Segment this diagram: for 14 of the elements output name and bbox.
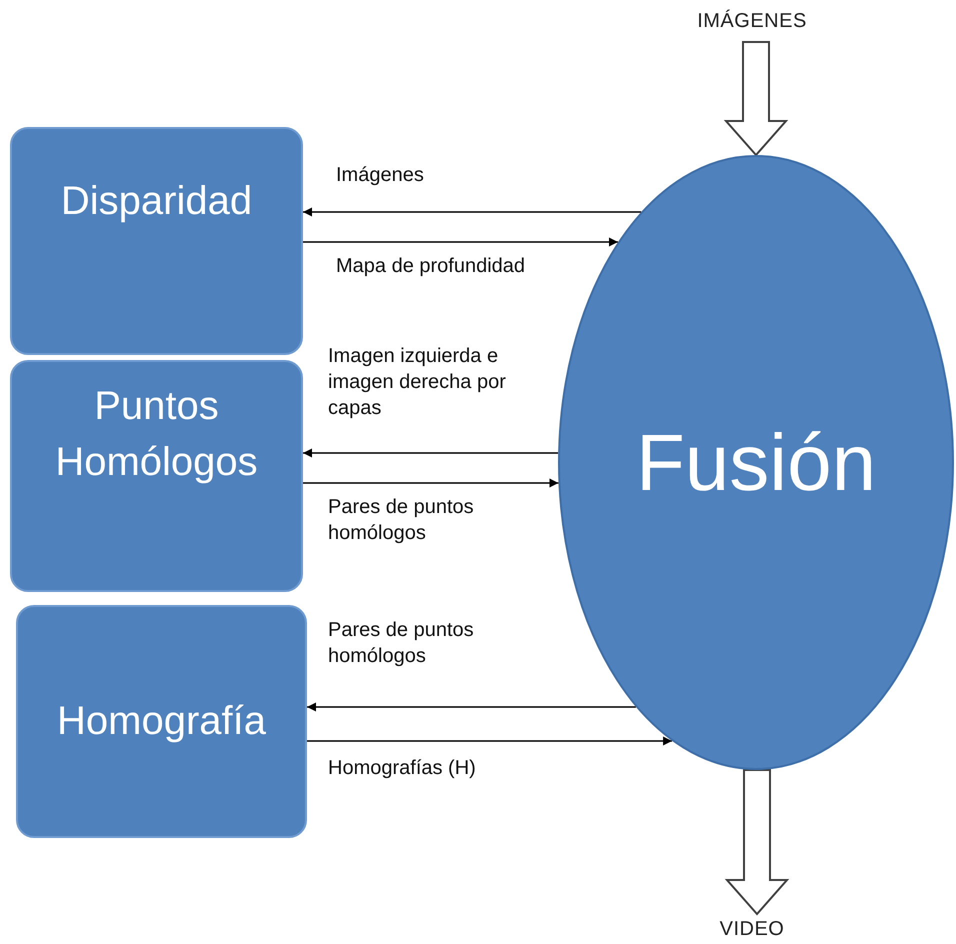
process-box: Puntos Homólogos <box>10 360 303 592</box>
process-box: Homografía <box>16 605 307 838</box>
arrow <box>307 702 636 712</box>
arrow <box>303 238 618 246</box>
arrow <box>303 478 558 488</box>
io-label: IMÁGENES <box>697 10 807 32</box>
arrow <box>303 448 558 458</box>
process-title: Fusión <box>636 416 876 508</box>
process-box: Disparidad <box>10 127 303 355</box>
arrow <box>303 208 642 216</box>
block-arrow <box>724 769 790 916</box>
arrow <box>307 736 672 746</box>
block-arrow <box>724 41 788 157</box>
io-label: VIDEO <box>720 918 784 940</box>
